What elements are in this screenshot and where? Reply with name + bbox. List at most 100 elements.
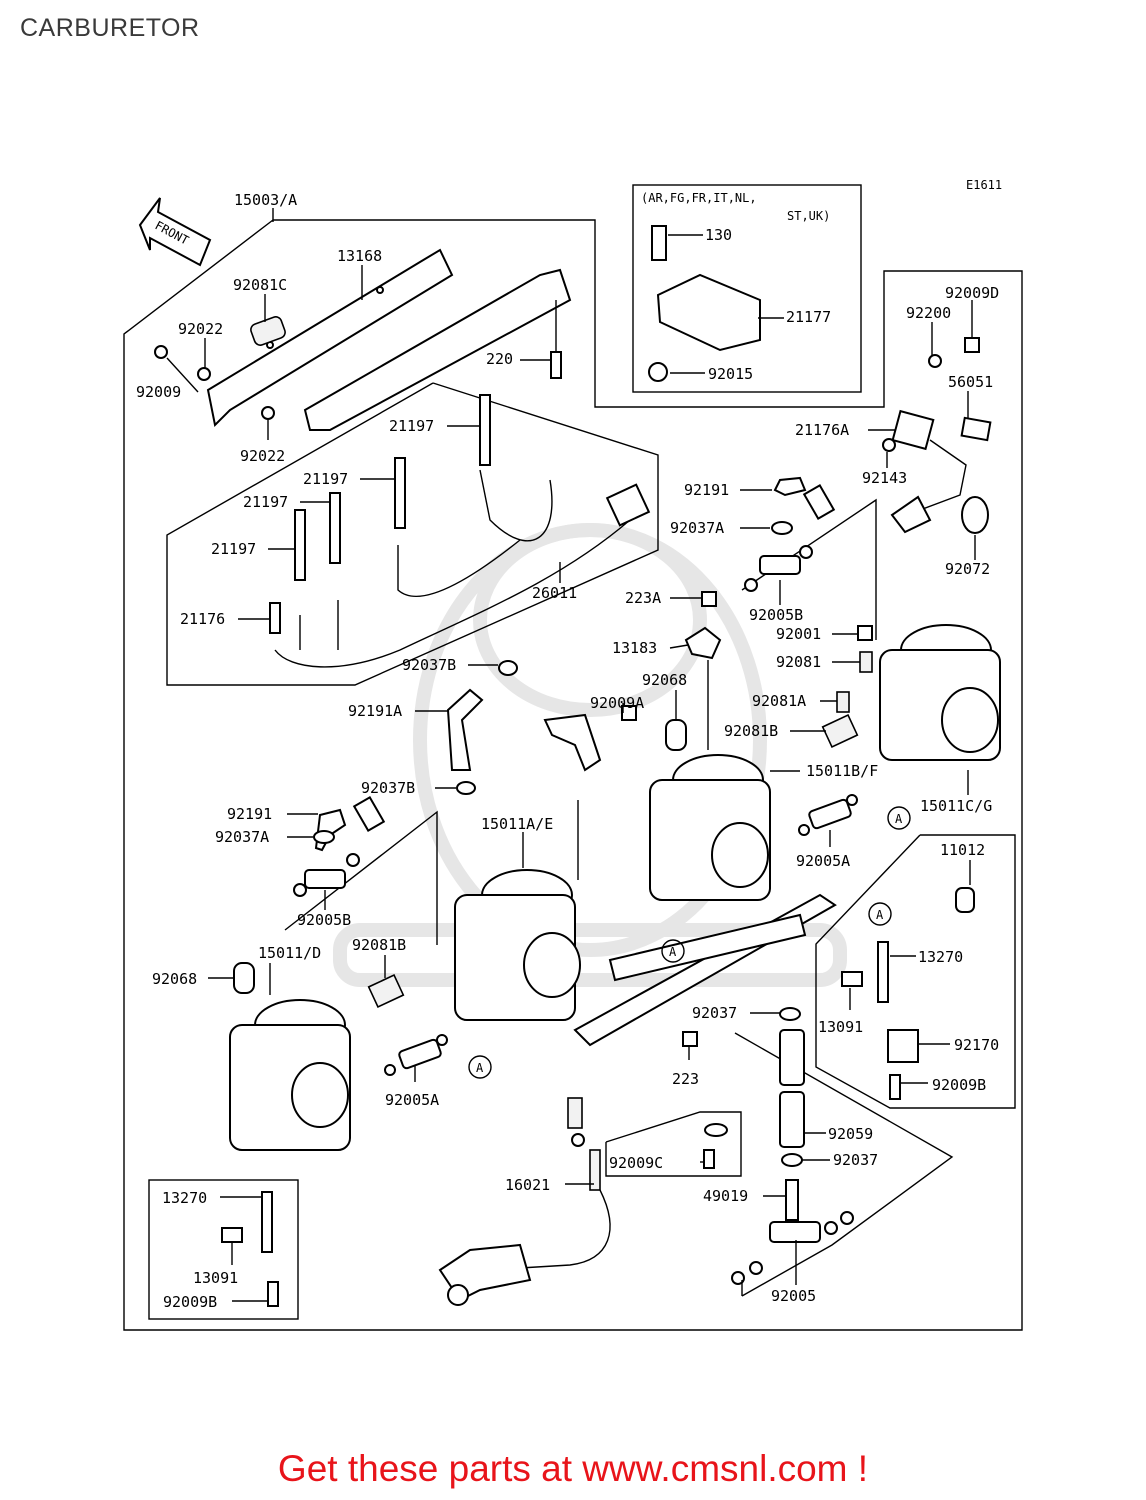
label-21197-b: 21197 xyxy=(303,470,348,488)
washer-92200 xyxy=(928,354,942,368)
label-13270-b: 13270 xyxy=(162,1189,207,1207)
clip-13091-a xyxy=(841,971,863,987)
page-title: CARBURETOR xyxy=(20,14,200,42)
hose-92191-b xyxy=(314,808,347,852)
filter-49019 xyxy=(785,1179,799,1221)
screw-223A xyxy=(701,591,717,607)
spring-92081C xyxy=(250,316,286,346)
label-92068-a: 92068 xyxy=(642,671,687,689)
module-21177 xyxy=(656,273,761,352)
clip-13091-b xyxy=(221,1227,243,1243)
label-92005A-a: 92005A xyxy=(796,852,850,870)
clip-92037A-b xyxy=(313,830,335,844)
label-92037-a: 92037 xyxy=(692,1004,737,1022)
plug-21197-d xyxy=(294,509,306,581)
label-21176: 21176 xyxy=(180,610,225,628)
region-note: (AR,FG,FR,IT,NL, xyxy=(641,191,757,205)
region-box xyxy=(632,184,862,393)
clip-92037-b xyxy=(781,1153,803,1167)
fitting-92005B-b xyxy=(304,869,346,889)
harness-26011 xyxy=(274,469,651,668)
sensor-21176A xyxy=(891,409,935,451)
label-130: 130 xyxy=(705,226,732,244)
part-labels: 15003/A 13168 92081C 92022 92009 92022 2… xyxy=(136,191,999,1311)
lower-left-box xyxy=(148,1179,299,1320)
washer-92022-a xyxy=(197,367,211,381)
label-92037-b: 92037 xyxy=(833,1151,878,1169)
carburetor-15011D xyxy=(229,999,351,1151)
label-13091-a: 13091 xyxy=(818,1018,863,1036)
bolt-130 xyxy=(651,225,667,261)
label-92005: 92005 xyxy=(771,1287,816,1305)
label-13183: 13183 xyxy=(612,639,657,657)
label-49019: 49019 xyxy=(703,1187,748,1205)
label-92037B-a: 92037B xyxy=(402,656,456,674)
clip-92037-a xyxy=(779,1007,801,1021)
label-13168: 13168 xyxy=(337,247,382,265)
label-15003A: 15003/A xyxy=(234,191,297,209)
carburetor-parts-diagram: (AR,FG,FR,IT,NL, ST,UK) E1611 FRONT xyxy=(123,178,1023,1331)
label-92037A-a: 92037A xyxy=(670,519,724,537)
svg-text:A: A xyxy=(895,812,903,826)
diagram-code: E1611 xyxy=(966,178,1002,192)
watermark xyxy=(333,523,847,987)
label-92081B-a: 92081B xyxy=(724,722,778,740)
region-note-2: ST,UK) xyxy=(787,209,830,223)
screw-92009C xyxy=(703,1149,715,1169)
label-92015: 92015 xyxy=(708,365,753,383)
label-92200: 92200 xyxy=(906,304,951,322)
mounting-rail-13168 xyxy=(206,248,572,431)
label-92009B-b: 92009B xyxy=(163,1293,217,1311)
svg-text:A: A xyxy=(669,945,677,959)
label-13270-a: 13270 xyxy=(918,948,963,966)
label-92037B-b: 92037B xyxy=(361,779,415,797)
clip-92037A-a xyxy=(771,521,793,535)
screw-92001 xyxy=(857,625,873,641)
label-92170: 92170 xyxy=(954,1036,999,1054)
bracket xyxy=(543,713,602,772)
bracket-13270-b xyxy=(261,1191,273,1253)
label-26011: 26011 xyxy=(532,584,577,602)
fitting-92005A-b xyxy=(398,1038,442,1070)
front-arrow-icon: FRONT xyxy=(138,197,212,267)
label-92009: 92009 xyxy=(136,383,181,401)
label-223: 223 xyxy=(672,1070,699,1088)
label-56051: 56051 xyxy=(948,373,993,391)
label-21177: 21177 xyxy=(786,308,831,326)
clip-92037B-b xyxy=(456,781,476,795)
washer-92022-b xyxy=(261,406,275,420)
reference-marker-a: A A A A xyxy=(468,806,911,1079)
tee-92005 xyxy=(769,1221,821,1243)
plug-21197-c xyxy=(329,492,341,564)
svg-text:A: A xyxy=(476,1061,484,1075)
main-frame xyxy=(123,219,1023,1331)
bolt-92009D xyxy=(964,337,980,353)
label-92059: 92059 xyxy=(828,1125,873,1143)
hose-92191 xyxy=(773,476,807,497)
label-223A: 223A xyxy=(625,589,661,607)
tube-92059 xyxy=(779,1091,805,1148)
bottom-join-lines xyxy=(734,1032,954,1297)
label-92022-a: 92022 xyxy=(178,320,223,338)
pad-56051 xyxy=(960,416,992,442)
label-92068-b: 92068 xyxy=(152,970,197,988)
spring-92081A xyxy=(836,691,850,713)
tube xyxy=(779,1029,805,1086)
cap-11012 xyxy=(955,887,975,913)
footer-link[interactable]: Get these parts at www.cmsnl.com ! xyxy=(277,1448,869,1489)
label-15011CG: 15011C/G xyxy=(920,797,992,815)
plug-21197-a xyxy=(479,394,491,466)
carburetor-15011AE xyxy=(454,869,581,1021)
plug-21197-b xyxy=(394,457,406,529)
label-92005B-b: 92005B xyxy=(297,911,351,929)
clip-92072 xyxy=(961,496,989,534)
cable-16021 xyxy=(438,1097,611,1306)
label-15011AE: 15011A/E xyxy=(481,815,553,833)
fitting-92005A-a xyxy=(808,798,852,830)
label-92191-b: 92191 xyxy=(227,805,272,823)
screw-92009A xyxy=(621,705,637,721)
leader-lines xyxy=(166,208,976,1302)
label-21197-a: 21197 xyxy=(389,417,434,435)
label-92037A-b: 92037A xyxy=(215,828,269,846)
washer-92143 xyxy=(882,438,896,452)
